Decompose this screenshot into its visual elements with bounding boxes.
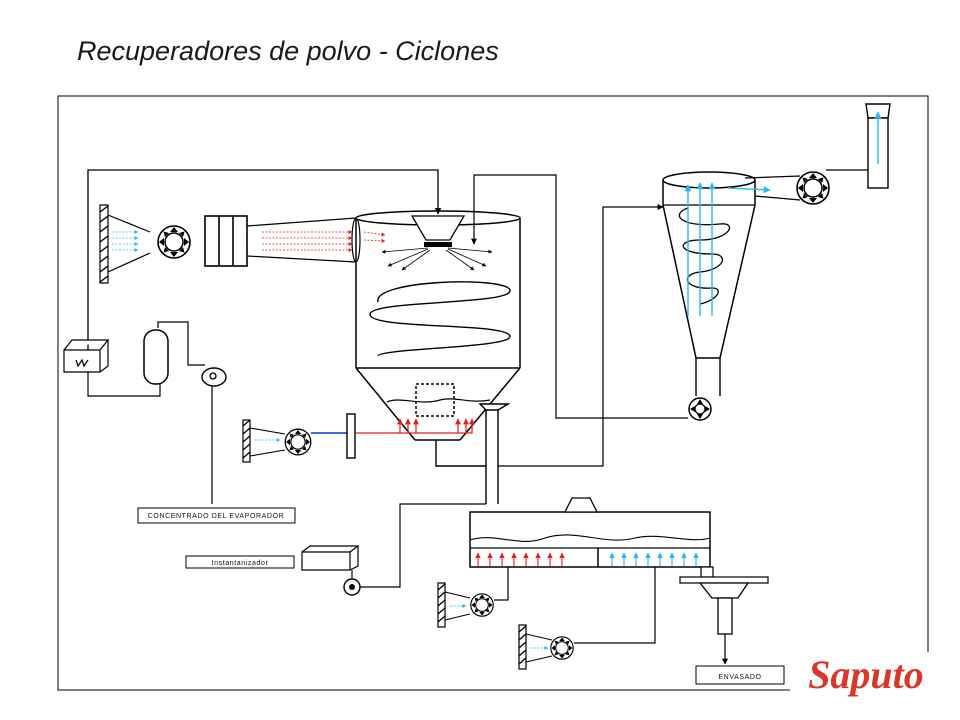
- sifter: [679, 566, 769, 635]
- cyclone-rotary-valve-icon: [688, 397, 712, 421]
- bed-fan-2-icon: [550, 636, 574, 660]
- spray-arrows: [381, 247, 493, 271]
- slide-title: Recuperadores de polvo - Ciclones: [77, 36, 499, 66]
- instantiser-box: [301, 544, 359, 571]
- inlet-fan-icon: [157, 225, 191, 259]
- tank-outlet-line: [157, 321, 205, 366]
- instantiser-pump-icon: [343, 578, 361, 596]
- control-box: [63, 338, 109, 373]
- feed-pump-icon: [201, 367, 227, 387]
- svg-text:CONCENTRADO DEL EVAPORADOR: CONCENTRADO DEL EVAPORADOR: [148, 513, 285, 520]
- feed-tank: [143, 329, 169, 385]
- cyclone-vortex: [678, 207, 731, 305]
- inlet-air-arrows: [112, 230, 139, 252]
- fluid-bed-hot-air: [355, 418, 475, 434]
- instantiser-line: [351, 503, 486, 588]
- vibro-hot-air: [475, 552, 565, 566]
- bed-air-filter-1: [437, 582, 471, 628]
- fluid-bed-zone: [386, 383, 491, 417]
- vibro-fluid-bed: [469, 497, 711, 568]
- exhaust-fan-icon: [796, 171, 830, 205]
- label-envasado: ENVASADO: [695, 665, 785, 685]
- svg-text:Instantanizador: Instantanizador: [212, 560, 269, 567]
- fines-return-line: [498, 204, 664, 467]
- fluid-bed-heater: [346, 413, 356, 459]
- bed-air-filter-2: [518, 624, 553, 670]
- vibro-cold-air: [609, 552, 699, 566]
- bed-fan-1-icon: [470, 593, 494, 617]
- atomizer: [410, 215, 466, 247]
- bed-fan-2-duct: [574, 567, 656, 644]
- fluid-bed-air-filter: [242, 419, 286, 463]
- feed-line-top: [87, 169, 442, 368]
- logo-background: [790, 652, 940, 694]
- cyclone-air-up: [684, 182, 771, 316]
- svg-text:ENVASADO: ENVASADO: [718, 674, 761, 681]
- fluid-bed-fan-icon: [284, 428, 312, 456]
- exhaust-to-cyclone: [471, 174, 688, 419]
- control-wiring: [87, 372, 161, 397]
- label-instantanizador: Instantanizador: [185, 555, 295, 569]
- cyclone: [662, 171, 756, 396]
- exhaust-duct: [744, 175, 801, 201]
- hot-air-arrows: [262, 230, 386, 252]
- powder-chute: [435, 403, 511, 504]
- diagram-frame: [57, 95, 929, 691]
- label-concentrado: CONCENTRADO DEL EVAPORADOR: [137, 507, 296, 524]
- chamber-swirl: [369, 281, 511, 357]
- hot-air-duct: [246, 217, 361, 263]
- saputo-logo: Saputo: [808, 652, 924, 697]
- air-heater: [204, 215, 248, 267]
- inlet-air-filter: [99, 204, 151, 284]
- bed-fan-1-duct: [494, 567, 509, 601]
